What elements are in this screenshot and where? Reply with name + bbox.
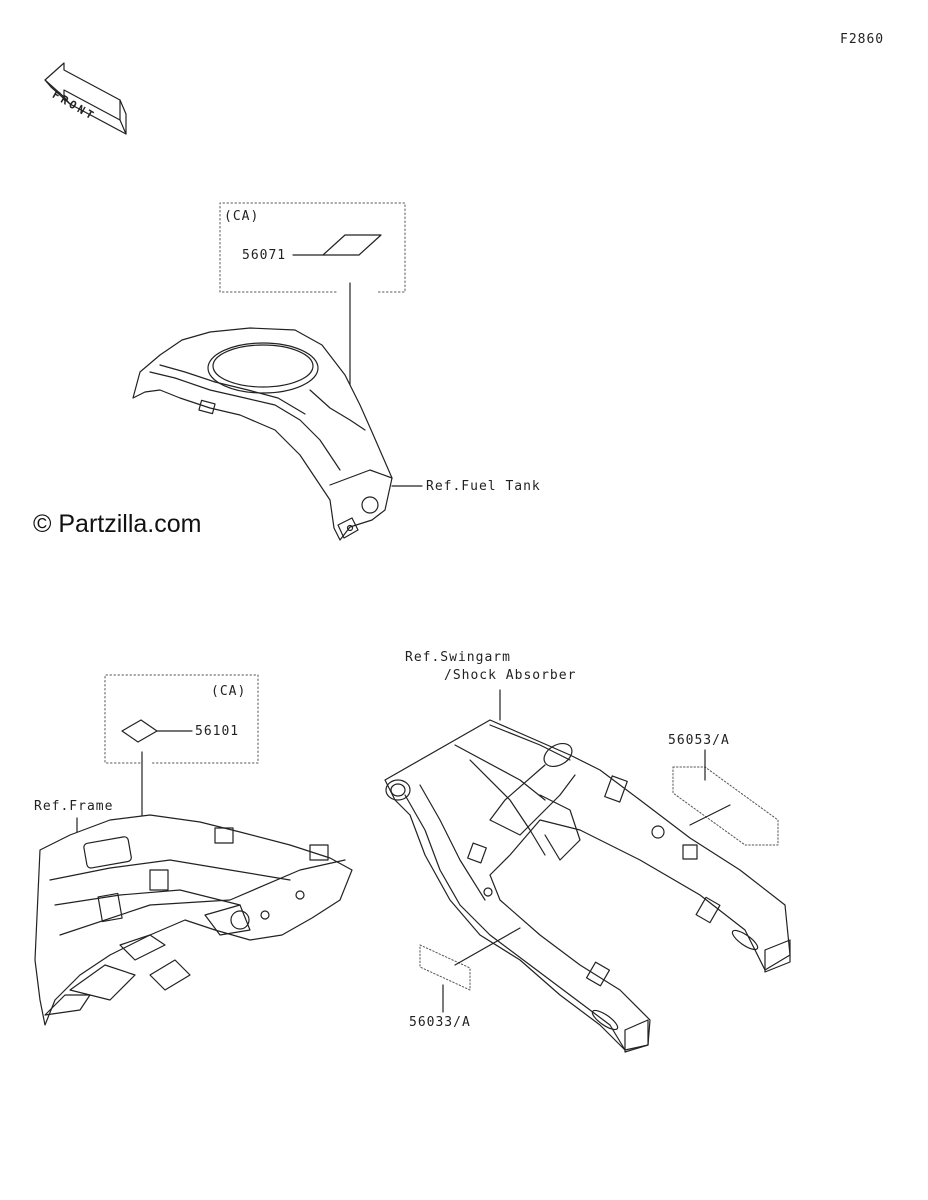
part-number-56101: 56101 [195, 724, 240, 739]
ref-swingarm-label: Ref.Swingarm [405, 650, 511, 665]
ca-box-fuel-tank [219, 202, 406, 293]
ref-shock-absorber-label: /Shock Absorber [444, 668, 577, 683]
part-number-56071: 56071 [242, 248, 287, 263]
label-56101-diamond [121, 719, 158, 743]
ca-box-frame [104, 674, 259, 764]
fuel-tank-shape [132, 327, 393, 541]
front-arrow-icon [44, 62, 127, 135]
box-tag-frame: (CA) [211, 684, 247, 699]
label-56071-sticker [322, 234, 382, 256]
watermark: © Partzilla.com [33, 510, 202, 538]
ref-frame-label: Ref.Frame [34, 799, 114, 814]
diagram-code: F2860 [840, 32, 885, 47]
frame-group [34, 674, 353, 1026]
part-number-56053a: 56053/A [668, 733, 730, 748]
ref-fuel-tank-label: Ref.Fuel Tank [426, 479, 541, 494]
fuel-tank-group [132, 202, 423, 541]
label-56033-sticker [419, 944, 471, 991]
label-56053-sticker [672, 766, 779, 846]
swingarm-group [384, 689, 791, 1053]
swingarm-shape [384, 719, 791, 1051]
part-number-56033a: 56033/A [409, 1015, 471, 1030]
box-tag-fuel-tank: (CA) [224, 209, 260, 224]
